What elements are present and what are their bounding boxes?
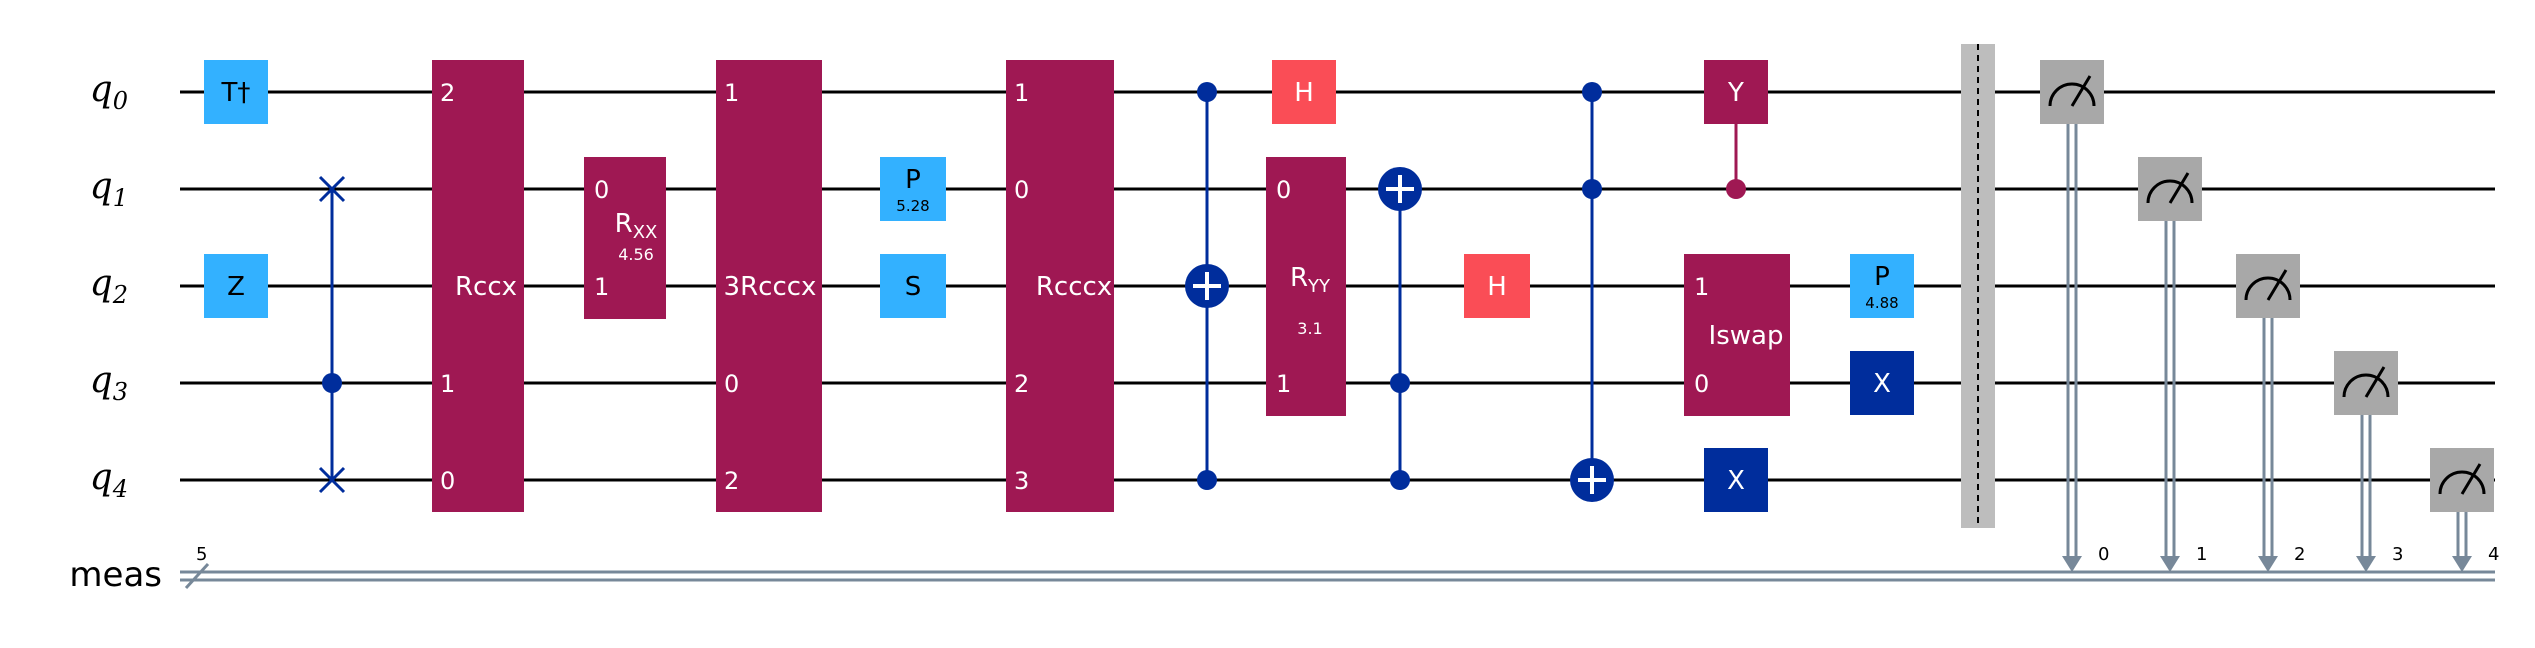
meter-icon [2342,373,2390,398]
svg-text:Rccx: Rccx [455,272,517,302]
classical-wire [180,562,2495,590]
svg-text:3Rcccx: 3Rcccx [724,272,817,302]
meter-icon [2048,82,2096,107]
rxx-gate[interactable]: 0 1 RXX 4.56 [584,157,666,319]
x-gate-q4[interactable]: X [1704,448,1768,512]
svg-text:1: 1 [2196,544,2207,565]
svg-text:0: 0 [1276,176,1291,204]
s-gate[interactable]: S [880,254,946,318]
svg-text:2: 2 [724,467,739,495]
svg-text:1: 1 [1276,370,1291,398]
rcccx-gate[interactable]: 1 0 2 3 Rcccx [1006,60,1114,512]
classical-width-label: 5 [196,544,207,565]
qubit-label-2: q2 [90,263,128,309]
svg-text:RYY: RYY [1290,263,1331,297]
z-gate[interactable]: Z [204,254,268,318]
qubit-label-3: q3 [90,360,128,406]
svg-text:1: 1 [1694,273,1709,301]
qubit-label-0: q0 [90,69,128,115]
ccx-gate-col12[interactable] [1570,82,1614,502]
bus-slash [184,562,210,590]
svg-text:0: 0 [2098,544,2109,565]
svg-text:3: 3 [2392,544,2403,565]
svg-text:P: P [1874,262,1890,292]
svg-text:H: H [1294,78,1314,108]
svg-text:1: 1 [724,79,739,107]
measure-q0[interactable]: 0 [2040,60,2109,572]
svg-text:4.88: 4.88 [1865,294,1898,312]
control-dot [1390,373,1410,393]
cy-gate[interactable]: Y [1704,60,1768,199]
qubit-labels: q0 q1 q2 q3 q4 meas [69,69,162,595]
svg-text:0: 0 [440,467,455,495]
svg-text:X: X [1873,369,1891,399]
tdg-gate[interactable]: T† [204,60,268,124]
phase-gate-q1[interactable]: P 5.28 [880,157,946,221]
measure-q3[interactable]: 3 [2334,351,2403,572]
svg-text:Y: Y [1727,78,1744,108]
control-dot [1726,179,1746,199]
svg-text:5.28: 5.28 [896,197,929,215]
meter-icon [2244,276,2292,301]
hadamard-gate-q0[interactable]: H [1272,60,1336,124]
svg-text:Iswap: Iswap [1709,321,1784,351]
svg-text:S: S [905,272,922,302]
control-dot [1582,179,1602,199]
iswap-gate[interactable]: 1 0 Iswap [1684,254,1790,416]
svg-text:3: 3 [1014,467,1029,495]
svg-text:0: 0 [1694,370,1709,398]
svg-text:0: 0 [594,176,609,204]
svg-text:X: X [1727,466,1745,496]
control-dot [322,373,342,393]
measure-q2[interactable]: 2 [2236,254,2305,572]
qubit-label-4: q4 [90,457,128,503]
svg-text:P: P [905,165,921,195]
rccx-gate[interactable]: 2 1 0 Rccx [432,60,524,512]
control-dot [1582,82,1602,102]
cswap-gate[interactable] [318,175,346,494]
control-dot [1197,470,1217,490]
svg-text:2: 2 [2294,544,2305,565]
meter-icon [2438,470,2486,495]
svg-text:H: H [1487,272,1507,302]
svg-text:2: 2 [1014,370,1029,398]
svg-text:Rcccx: Rcccx [1036,272,1112,302]
barrier [1961,44,1995,528]
rcccx3-gate[interactable]: 1 0 2 3Rcccx [716,60,822,512]
measure-q4[interactable]: 4 [2430,448,2499,572]
ccx-gate-col8[interactable] [1185,82,1229,490]
svg-text:1: 1 [440,370,455,398]
svg-text:Z: Z [227,272,245,302]
phase-gate-q2[interactable]: P 4.88 [1850,254,1914,318]
svg-text:1: 1 [1014,79,1029,107]
qubit-label-1: q1 [90,166,128,212]
measure-q1[interactable]: 1 [2138,157,2207,572]
svg-text:1: 1 [594,273,609,301]
svg-text:T†: T† [221,78,251,108]
control-dot [1390,470,1410,490]
meter-icon [2146,179,2194,204]
classical-register-label: meas [69,555,162,595]
svg-text:4: 4 [2488,544,2499,565]
x-gate-q3[interactable]: X [1850,351,1914,415]
svg-text:0: 0 [1014,176,1029,204]
ccx-gate-col10[interactable] [1378,167,1422,490]
svg-text:4.56: 4.56 [618,245,654,264]
hadamard-gate-q2[interactable]: H [1464,254,1530,318]
svg-text:RXX: RXX [615,209,658,243]
svg-text:2: 2 [440,79,455,107]
svg-text:0: 0 [724,370,739,398]
svg-text:3.1: 3.1 [1297,319,1322,338]
ryy-gate[interactable]: 0 1 RYY 3.1 [1266,157,1346,416]
control-dot [1197,82,1217,102]
